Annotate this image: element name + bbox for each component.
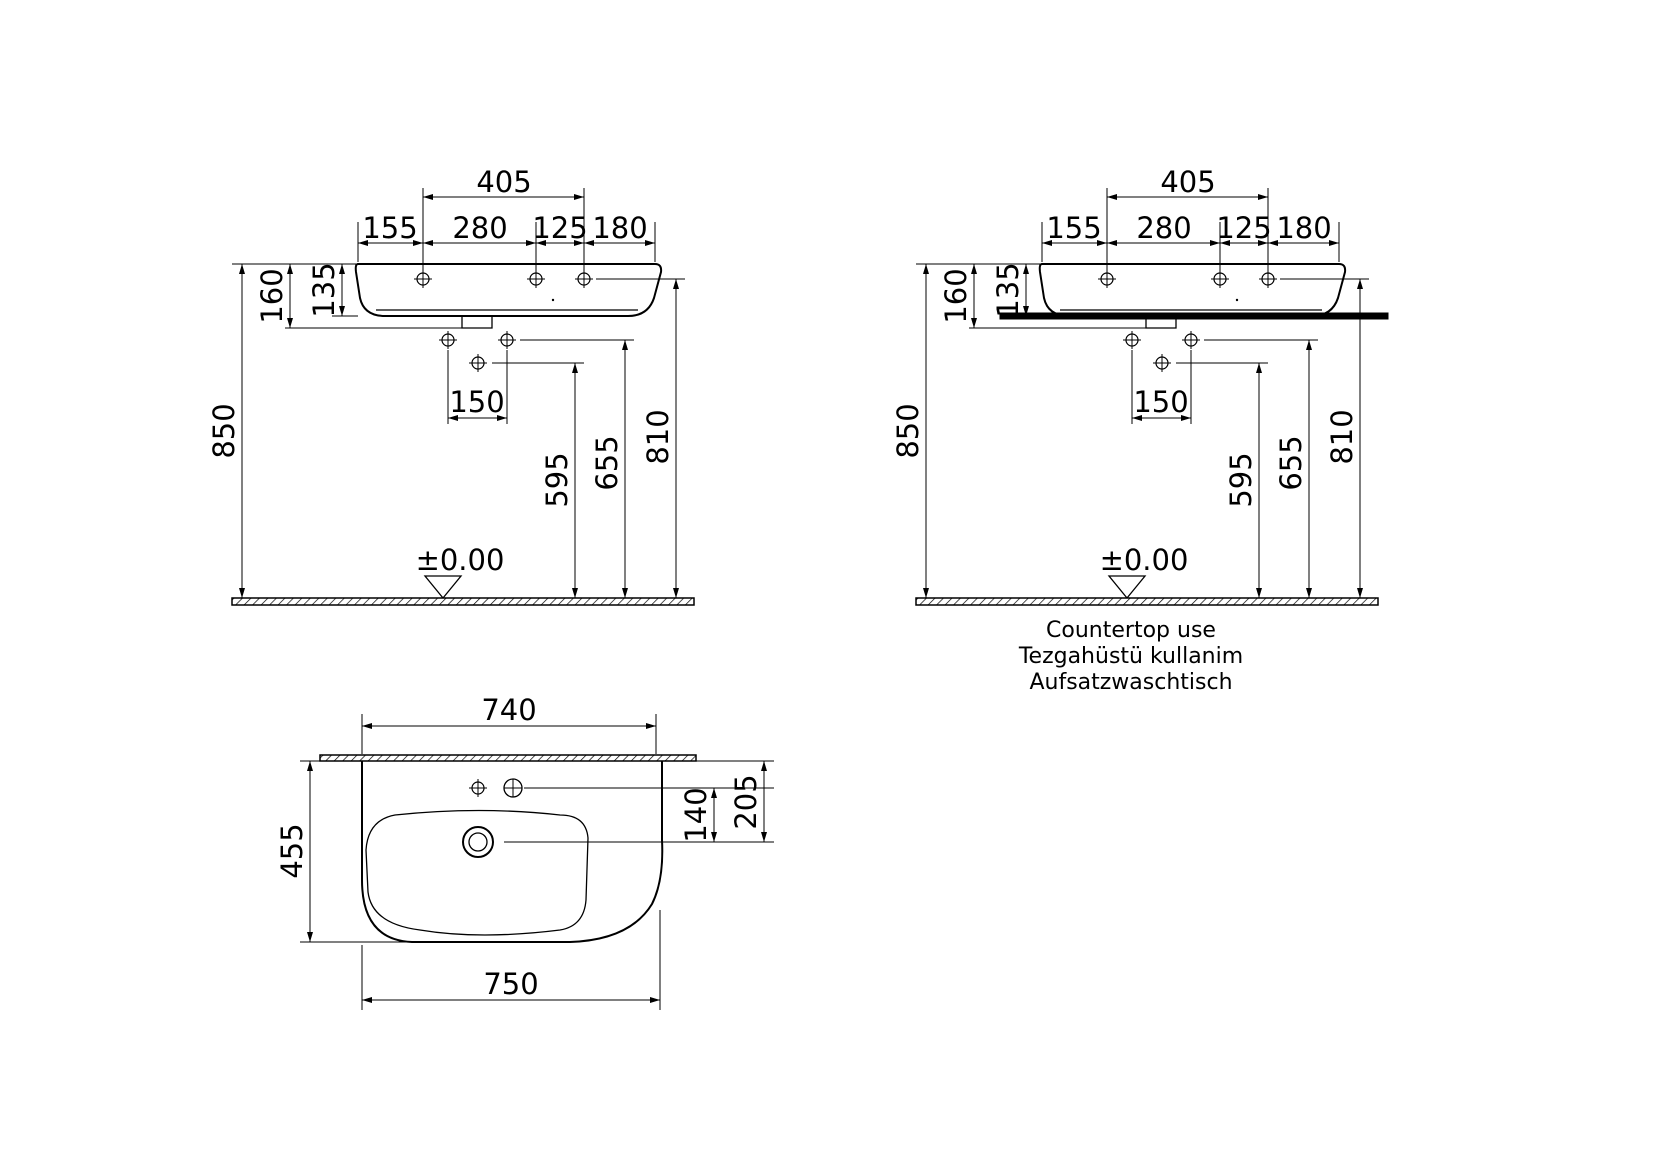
dim-850: 850 [891,403,925,458]
dim-850: 850 [207,403,241,458]
bowl-outline [365,809,589,936]
waste-outlet [1145,319,1177,329]
dim-405: 405 [1160,165,1215,199]
supply-point-icon [497,330,517,350]
dim-595: 595 [1224,452,1258,507]
caption-line-en: Countertop use [1046,618,1216,643]
supply-point-icon [1181,330,1201,350]
tap-hole-icon [1210,269,1230,289]
level-marker-icon [1107,575,1147,600]
basin-profile [354,263,663,317]
countertop-slab [999,312,1389,320]
tap-hole-icon [526,269,546,289]
supply-point-icon [468,353,488,373]
dim-160: 160 [255,268,289,323]
supply-point-icon [438,330,458,350]
dim-750: 750 [483,967,538,1001]
tap-hole-icon [574,269,594,289]
floor-line [915,597,1379,606]
supply-point-icon [1152,353,1172,373]
plan-view: 740 750 455 140 205 [275,693,774,1010]
caption-line-tr: Tezgahüstü kullanim [1018,644,1243,669]
dim-655: 655 [1274,435,1308,490]
elevation-wall-hung: 405 155 280 125 180 160 135 850 150 595 … [207,165,695,606]
floor-line [231,597,695,606]
dim-740: 740 [481,693,536,727]
tap-hole-icon [413,269,433,289]
dim-280: 280 [1136,211,1191,245]
dim-125: 125 [1216,211,1271,245]
dim-140: 140 [679,787,713,842]
dim-155: 155 [362,211,417,245]
basin-outline [361,761,664,943]
dim-150: 150 [449,385,504,419]
dim-180: 180 [1276,211,1331,245]
level-label: ±0.00 [1100,543,1189,577]
dim-280: 280 [452,211,507,245]
tap-hole-icon [468,778,488,798]
waste-outlet-icon [462,826,494,858]
dim-180: 180 [592,211,647,245]
caption-line-de: Aufsatzwaschtisch [1029,670,1232,695]
dim-135: 135 [991,262,1025,317]
waste-outlet [461,316,493,329]
caption: Countertop use Tezgahüstü kullanim Aufsa… [1018,618,1243,695]
dim-135: 135 [307,262,341,317]
dim-455: 455 [275,823,309,878]
dim-810: 810 [641,409,675,464]
dim-205: 205 [729,774,763,829]
tap-hole-icon [1097,269,1117,289]
dim-595: 595 [540,452,574,507]
basin-profile [1038,263,1347,317]
dim-810: 810 [1325,409,1359,464]
wall-strip [319,754,697,762]
elevation-countertop: 405 155 280 125 180 160 135 850 150 595 … [891,165,1389,606]
dim-125: 125 [532,211,587,245]
dim-655: 655 [590,435,624,490]
level-marker-icon [423,575,463,600]
level-label: ±0.00 [416,543,505,577]
supply-point-icon [1122,330,1142,350]
dim-150: 150 [1133,385,1188,419]
dim-160: 160 [939,268,973,323]
dim-405: 405 [476,165,531,199]
dim-155: 155 [1046,211,1101,245]
tap-hole-icon [1258,269,1278,289]
